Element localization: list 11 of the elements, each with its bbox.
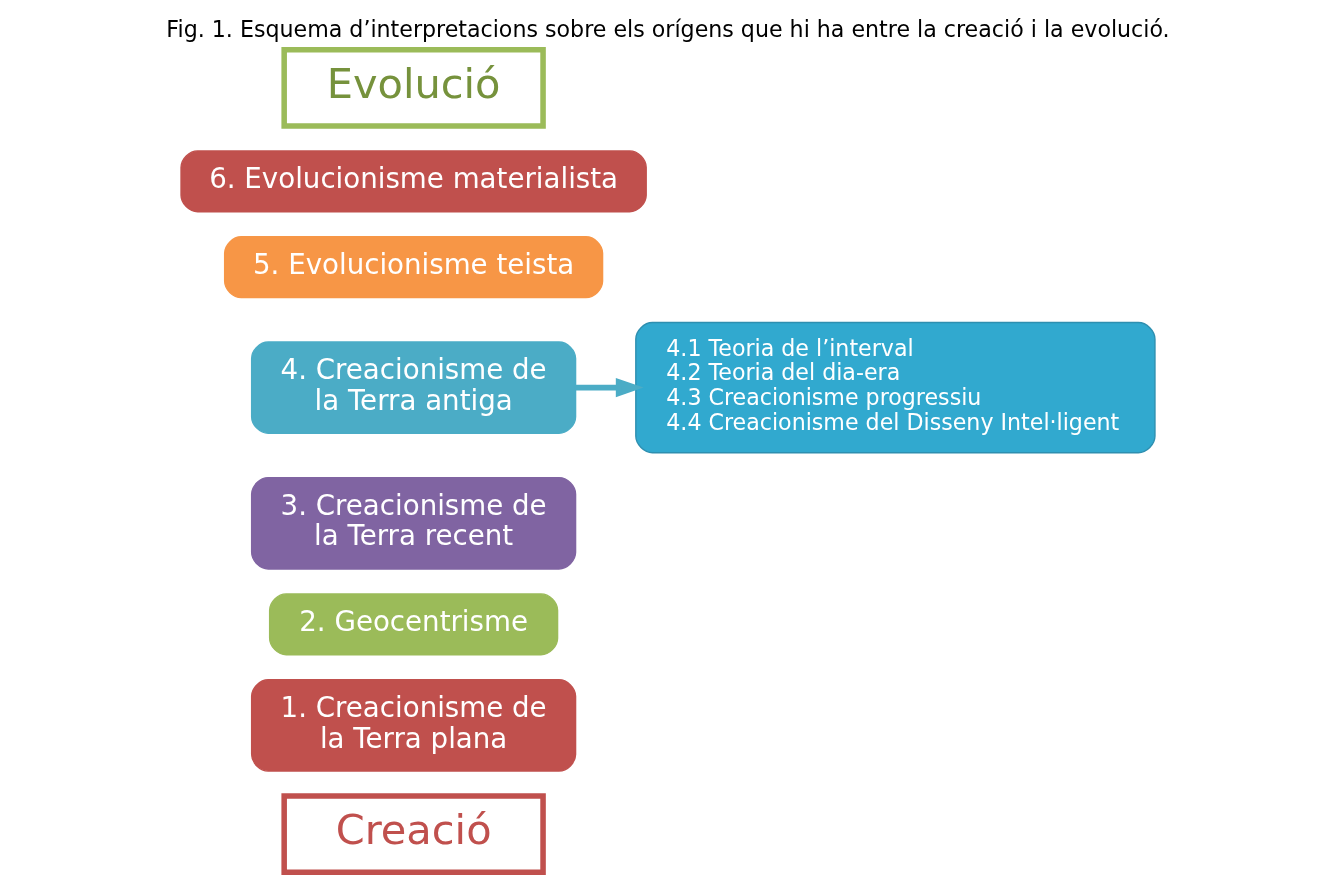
node-box: 4.1 Teoria de l’interval 4.2 Teoria del dia-era 4.3 Creacionisme progressiu 4.4 Creacionisme del Disseny Intel·ligent (635, 321, 1156, 454)
node-box: Evolució (281, 47, 546, 129)
arrow (575, 377, 644, 398)
node-box: 1. Creacionisme de la Terra plana (250, 679, 577, 772)
caption: Fig. 1. Esquema d’interpretacions sobre els orígens que hi ha entre la creació i la evolució. (166, 16, 1170, 43)
node-box: 3. Creacionisme de la Terra recent (250, 476, 577, 570)
node-box: 5. Evolucionisme teista (223, 236, 604, 299)
node-box: 6. Evolucionisme materialista (180, 150, 647, 213)
node-box: 2. Geocentrisme (268, 593, 559, 656)
node-box: 4. Creacionisme de la Terra antiga (250, 341, 577, 434)
node-box: Creació (281, 793, 546, 875)
